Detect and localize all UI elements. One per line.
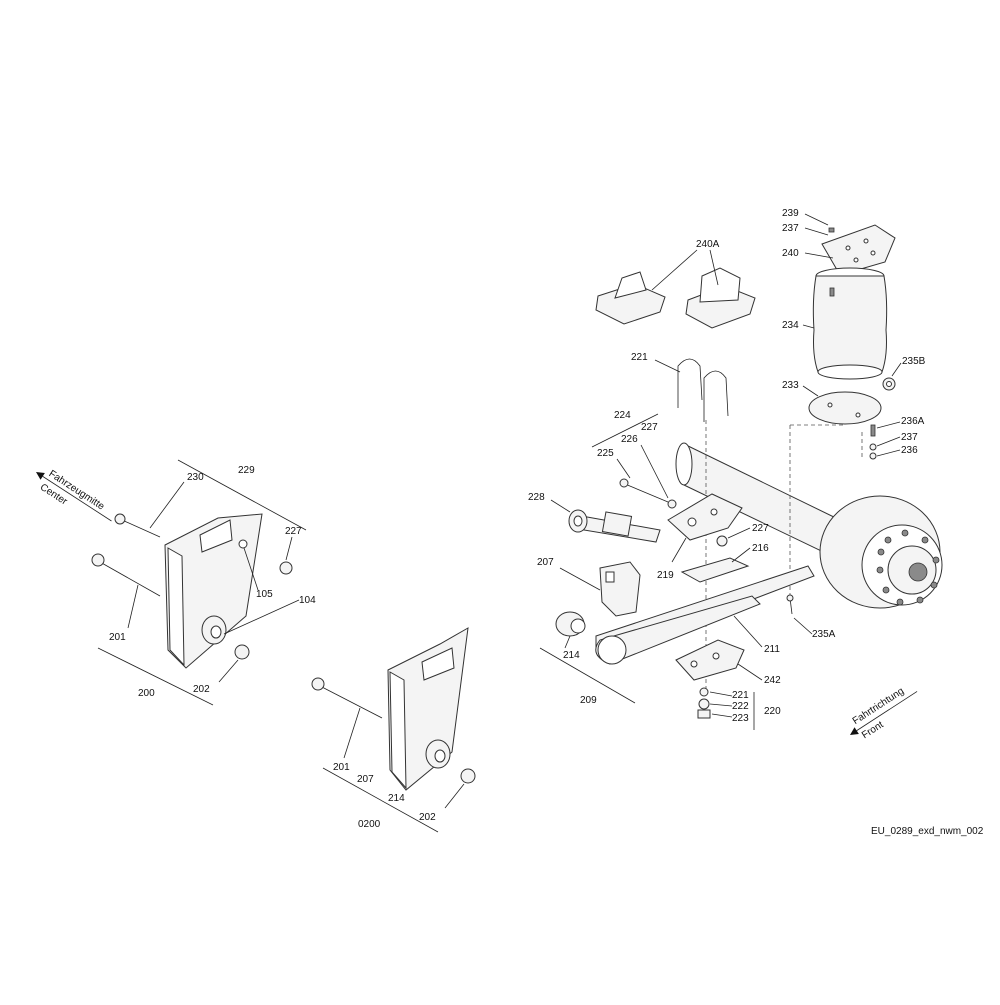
axle-beam [675, 442, 841, 561]
part-235B-nut [882, 377, 896, 391]
label-240A: 240A [696, 239, 720, 250]
part-200-hanger-bracket [164, 513, 263, 669]
label-225: 225 [597, 448, 614, 459]
label-202b: 202 [419, 812, 436, 823]
label-237: 237 [782, 223, 799, 234]
part-234-air-spring [812, 267, 888, 380]
label-105: 105 [256, 589, 273, 600]
part-216-plate [680, 557, 750, 583]
part-242-plate [675, 639, 745, 681]
label-233: 233 [782, 380, 799, 391]
label-227a: 227 [641, 422, 658, 433]
label-235B: 235B [902, 356, 926, 367]
label-214b: 214 [388, 793, 405, 804]
label-227b: 227 [752, 523, 769, 534]
label-221: 221 [631, 352, 648, 363]
label-228: 228 [528, 492, 545, 503]
part-201-long-bolt-2 [311, 677, 383, 719]
label-209: 209 [580, 695, 597, 706]
part-233-piston-plate [808, 391, 882, 425]
label-221b: 221 [732, 690, 749, 701]
part-228-shock-absorber [568, 509, 661, 543]
label-222: 222 [732, 701, 749, 712]
direction-front-en: Front [860, 719, 886, 741]
label-200: 200 [138, 688, 155, 699]
label-219: 219 [657, 570, 674, 581]
label-236: 236 [901, 445, 918, 456]
part-225-bolt [619, 478, 669, 503]
part-221-u-bolts [677, 358, 729, 422]
part-201-long-bolt [91, 553, 161, 597]
part-0200-hanger-bracket [387, 627, 469, 791]
label-234: 234 [782, 320, 799, 331]
label-229: 229 [238, 465, 255, 476]
part-230-bolt [114, 513, 161, 538]
part-207-bracket [599, 561, 641, 617]
part-226-washer [667, 499, 677, 509]
label-202a: 202 [193, 684, 210, 695]
label-240: 240 [782, 248, 799, 259]
brake-drum-hub [819, 495, 943, 609]
label-242: 242 [764, 675, 781, 686]
part-219-shock-bracket [667, 493, 743, 541]
part-211-trailing-arm [595, 565, 815, 665]
part-240A-bracket-right [685, 267, 756, 329]
label-224: 224 [614, 410, 631, 421]
part-240A-bracket-left [595, 271, 666, 325]
label-211: 211 [764, 644, 780, 655]
label-201a: 201 [109, 632, 126, 643]
label-207a: 207 [537, 557, 554, 568]
part-235A-bolt [786, 594, 794, 615]
label-104: 104 [299, 595, 316, 606]
front-direction-indicator: Fahrtrichtung Front [850, 686, 918, 741]
label-0200: 0200 [358, 819, 381, 830]
label-216: 216 [752, 543, 769, 554]
label-230: 230 [187, 472, 204, 483]
label-214: 214 [563, 650, 580, 661]
label-236A: 236A [901, 416, 925, 427]
label-227c: 227 [285, 526, 302, 537]
label-201b: 201 [333, 762, 350, 773]
label-226: 226 [621, 434, 638, 445]
label-207b: 207 [357, 774, 374, 785]
label-235A: 235A [812, 629, 836, 640]
part-240-plate [821, 224, 896, 276]
label-237b: 237 [901, 432, 918, 443]
drawing-id: EU_0289_exd_nwm_002 [871, 826, 984, 837]
label-223: 223 [732, 713, 749, 724]
part-214-bushing [555, 611, 586, 637]
label-220: 220 [764, 706, 781, 717]
center-direction-indicator: Fahrzeugmitte Center [36, 468, 112, 522]
label-239: 239 [782, 208, 799, 219]
